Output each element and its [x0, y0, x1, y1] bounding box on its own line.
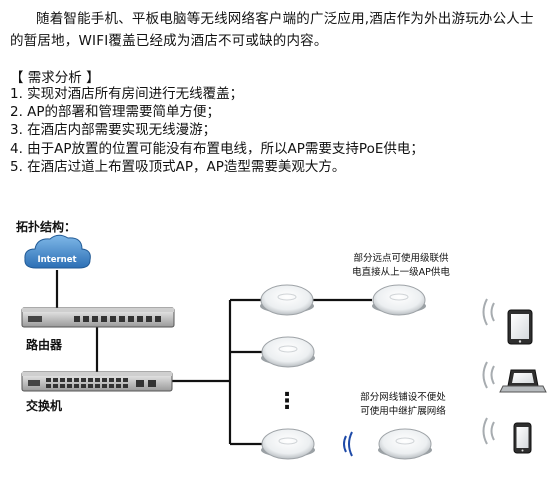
- internet-cloud-icon: [24, 234, 91, 269]
- requirement-item: 2. AP的部署和管理需要简单方便；: [10, 104, 221, 121]
- ceiling-ap-icon: [260, 284, 314, 316]
- cascade-note: 部分远点可使用级联供 电直接从上一级AP供电: [336, 252, 466, 280]
- wifi-signal-icon: [482, 298, 495, 445]
- router-icon: [21, 307, 175, 328]
- cascade-note-line: 电直接从上一级AP供电: [352, 267, 450, 278]
- ceiling-ap-icon: [261, 428, 315, 460]
- repeater-note-line: 部分网线铺设不便处: [360, 392, 446, 403]
- router-label: 路由器: [26, 338, 63, 352]
- wireless-signal-icon: [343, 431, 353, 457]
- more-ap-ellipsis: ⋮: [276, 389, 298, 414]
- repeater-note: 部分网线铺设不便处 可使用中继扩展网络: [343, 391, 463, 419]
- requirement-item: 4. 由于AP放置的位置可能没有布置电线，所以AP需要支持PoE供电；: [10, 140, 424, 157]
- switch-label: 交换机: [26, 399, 63, 413]
- requirement-item: 5. 在酒店过道上布置吸顶式AP，AP造型需要美观大方。: [10, 158, 346, 175]
- switch-icon: [21, 371, 173, 392]
- laptop-icon: [499, 369, 547, 393]
- tablet-icon: [507, 309, 533, 345]
- phone-icon: [513, 422, 532, 454]
- network-cables: [55, 270, 372, 446]
- repeater-note-line: 可使用中继扩展网络: [360, 406, 446, 417]
- ceiling-ap-icon: [378, 428, 432, 460]
- internet-label: Internet: [37, 255, 76, 265]
- intro-paragraph: 随着智能手机、平板电脑等无线网络客户端的广泛应用,酒店作为外出游玩办公人士的暂居…: [10, 11, 534, 49]
- ceiling-ap-icon: [372, 284, 426, 316]
- ceiling-ap-icon: [261, 336, 315, 368]
- requirement-item: 1. 实现对酒店所有房间进行无线覆盖；: [10, 86, 244, 102]
- requirements-title: 【 需求分析 】: [10, 70, 100, 86]
- topology-title: 拓扑结构：: [16, 220, 77, 234]
- cascade-note-line: 部分远点可使用级联供: [353, 253, 449, 264]
- requirements-list: 1. 实现对酒店所有房间进行无线覆盖； 2. AP的部署和管理需要简单方便； 3…: [10, 85, 424, 176]
- requirement-item: 3. 在酒店内部需要实现无线漫游；: [10, 122, 217, 139]
